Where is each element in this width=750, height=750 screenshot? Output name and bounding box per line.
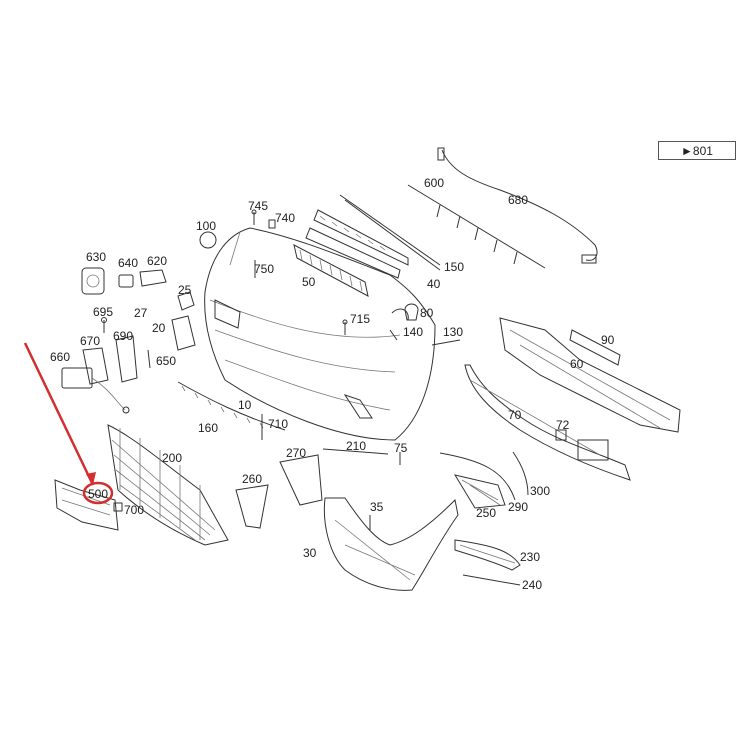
label-35: 35 (370, 500, 384, 514)
highlight-marker (23, 342, 114, 505)
label-80: 80 (420, 306, 434, 320)
label-150: 150 (444, 260, 464, 274)
strip-210 (322, 448, 389, 455)
strip-290 (439, 452, 516, 501)
label-650: 650 (156, 354, 176, 368)
label-210: 210 (346, 439, 366, 453)
label-670: 670 (80, 334, 100, 348)
bracket-90 (569, 329, 621, 366)
sensor-bar-600 (407, 184, 546, 269)
label-140: 140 (403, 325, 423, 339)
label-75: 75 (394, 441, 408, 455)
label-20: 20 (152, 321, 166, 335)
strip-140 (389, 329, 398, 341)
grille-250 (453, 474, 506, 509)
cap-80 (404, 303, 419, 321)
sensor-620 (139, 269, 167, 287)
emblem-100 (199, 231, 217, 249)
clip-700 (113, 502, 123, 512)
label-27: 27 (134, 306, 148, 320)
label-745: 745 (248, 199, 268, 213)
label-200: 200 (162, 451, 182, 465)
label-50: 50 (302, 275, 316, 289)
bracket-690 (115, 335, 138, 383)
label-660: 660 (50, 350, 70, 364)
sensor-630 (81, 267, 105, 295)
label-640: 640 (118, 256, 138, 270)
trim-270 (279, 454, 323, 506)
label-715: 715 (350, 312, 370, 326)
module-660 (61, 367, 130, 414)
label-740: 740 (275, 211, 295, 225)
label-90: 90 (601, 333, 615, 347)
label-700: 700 (124, 503, 144, 517)
bumper-cover-10 (204, 227, 436, 441)
strip-240 (462, 574, 521, 586)
label-600: 600 (424, 176, 444, 190)
label-500: 500 (88, 487, 108, 501)
label-710: 710 (268, 417, 288, 431)
label-30: 30 (303, 546, 317, 560)
label-130: 130 (443, 325, 463, 339)
label-695: 695 (93, 305, 113, 319)
clip-740 (268, 219, 276, 229)
label-260: 260 (242, 472, 262, 486)
clip-650 (147, 349, 151, 369)
label-60: 60 (570, 357, 584, 371)
label-160: 160 (198, 421, 218, 435)
label-72: 72 (556, 418, 570, 432)
label-680: 680 (508, 193, 528, 207)
label-690: 690 (113, 329, 133, 343)
bracket-20 (171, 315, 196, 351)
trim-260 (235, 484, 269, 529)
screw-745 (251, 209, 257, 225)
label-100: 100 (196, 219, 216, 233)
reference-number: 801 (692, 143, 713, 158)
label-70: 70 (508, 408, 522, 422)
strip-130 (431, 339, 461, 346)
absorber-60 (499, 317, 681, 433)
label-230: 230 (520, 550, 540, 564)
label-240: 240 (522, 578, 542, 592)
label-290: 290 (508, 500, 528, 514)
label-630: 630 (86, 250, 106, 264)
bracket-670 (82, 347, 109, 385)
carrier-70 (464, 364, 631, 481)
label-40: 40 (427, 277, 441, 291)
wiring-harness-680 (437, 147, 598, 264)
lower-grille-200 (107, 424, 229, 546)
label-10: 10 (238, 398, 252, 412)
grille-insert-50 (293, 244, 369, 297)
screw-695 (101, 317, 107, 333)
bracket-25 (177, 291, 195, 311)
label-270: 270 (286, 446, 306, 460)
label-250: 250 (476, 506, 496, 520)
label-620: 620 (147, 254, 167, 268)
lower-strip-160 (177, 381, 286, 431)
reference-box-801[interactable]: ► 801 (658, 141, 736, 160)
screw-715 (342, 319, 348, 335)
label-25: 25 (178, 283, 192, 297)
upper-trim-150 (305, 194, 441, 279)
arrow-icon: ► (681, 143, 693, 158)
strip-300 (512, 451, 529, 496)
trim-230 (454, 539, 521, 571)
label-750: 750 (254, 262, 274, 276)
lower-spoiler-30 (323, 497, 459, 591)
clip-72 (555, 429, 567, 441)
label-300: 300 (530, 484, 550, 498)
bracket-640 (118, 274, 134, 288)
trim-40 (391, 308, 409, 321)
